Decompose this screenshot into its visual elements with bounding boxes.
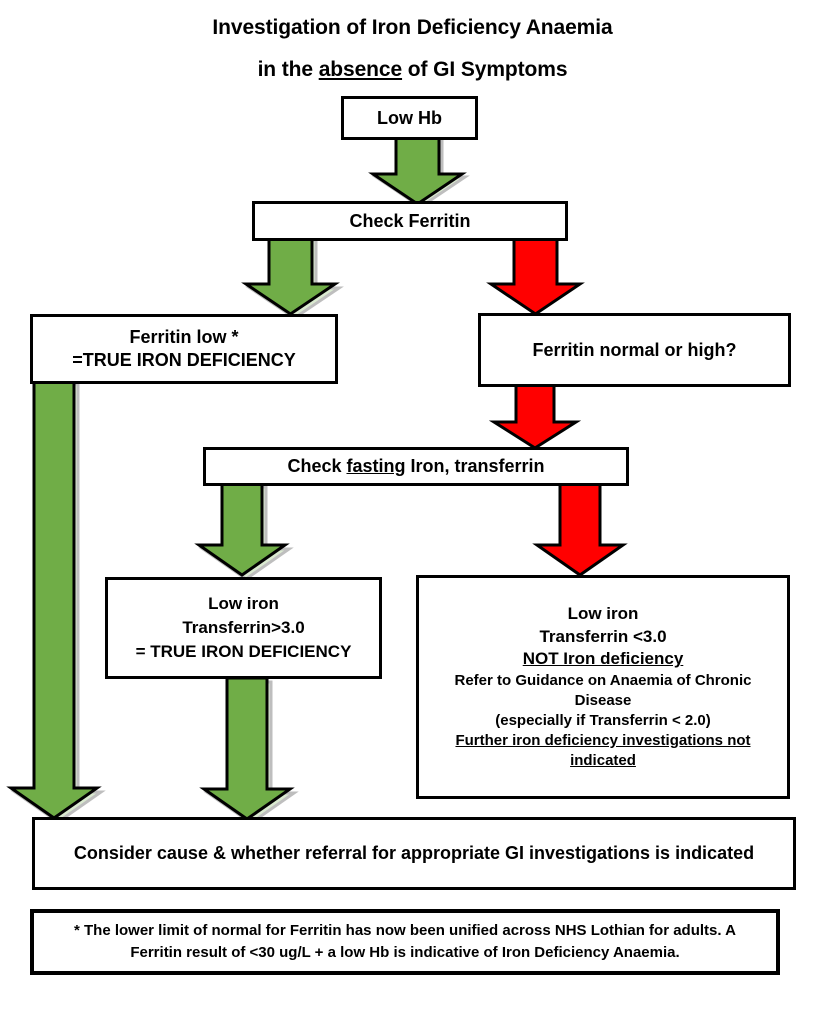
node-check-fasting-emphasis: fasting [346,456,406,476]
arrow-check-ferritin-to-ferritin-normal-high [486,234,585,318]
node-ferritin-low-line-2: =TRUE IRON DEFICIENCY [72,350,296,370]
arrow-low-hb-to-check-ferritin [368,136,470,209]
arrow-ferritin-normal-high-to-check-fasting [488,382,582,452]
page-title-line-2-after: of GI Symptoms [402,58,568,81]
arrow-check-fasting-to-low-iron-low-transferrin [532,481,629,579]
page-title-line-2: in the absence of GI Symptoms [0,58,825,82]
arrow-low-iron-high-transferrin-to-consider-cause [199,676,299,825]
page-title-line-2-emphasis: absence [318,58,403,81]
node-low-iron-low-transferrin-line-6: Further iron deficiency investigations n… [455,731,751,769]
node-low-iron-high-transferrin[interactable]: Low iron Transferrin>3.0 = TRUE IRON DEF… [105,577,382,679]
node-ferritin-normal-high-label: Ferritin normal or high? [532,339,737,360]
node-ferritin-low-line-1: Ferritin low * [129,326,239,347]
node-consider-cause-label: Consider cause & whether referral for ap… [73,842,755,863]
node-low-hb[interactable]: Low Hb [341,96,478,140]
arrow-ferritin-low-to-consider-cause [6,378,106,824]
node-footnote: * The lower limit of normal for Ferritin… [30,909,780,975]
node-low-hb-label: Low Hb [377,107,442,128]
node-low-iron-high-transferrin-line-1: Low iron [208,593,279,613]
node-low-iron-low-transferrin-line-4: Refer to Guidance on Anaemia of Chronic … [454,672,752,709]
arrow-check-ferritin-to-ferritin-low [241,234,344,320]
page-title-line-1: Investigation of Iron Deficiency Anaemia [212,16,613,39]
node-low-iron-low-transferrin-line-2: Transferrin <3.0 [539,626,667,646]
node-check-fasting-label: Check fasting Iron, transferrin [212,456,620,477]
node-low-iron-high-transferrin-line-2: Transferrin>3.0 [182,617,305,637]
arrow-check-fasting-to-low-iron-high-transferrin [194,481,294,581]
node-low-iron-low-transferrin-line-3: NOT Iron deficiency [522,649,684,669]
node-check-fasting-after: Iron, transferrin [405,456,545,476]
node-low-iron-high-transferrin-line-3: = TRUE IRON DEFICIENCY [135,642,352,662]
node-low-iron-low-transferrin[interactable]: Low iron Transferrin <3.0 NOT Iron defic… [416,575,790,799]
node-low-iron-low-transferrin-line-1: Low iron [567,604,639,624]
node-check-fasting[interactable]: Check fasting Iron, transferrin [203,447,629,486]
node-ferritin-low[interactable]: Ferritin low * =TRUE IRON DEFICIENCY [30,314,338,384]
node-ferritin-normal-high[interactable]: Ferritin normal or high? [478,313,791,387]
node-consider-cause[interactable]: Consider cause & whether referral for ap… [32,817,796,890]
node-check-ferritin[interactable]: Check Ferritin [252,201,568,241]
node-check-ferritin-label: Check Ferritin [349,210,471,231]
node-footnote-text: * The lower limit of normal for Ferritin… [73,922,736,961]
node-check-fasting-before: Check [287,456,347,476]
node-low-iron-low-transferrin-line-5: (especially if Transferrin < 2.0) [495,711,711,729]
page-title-line-2-before: in the [257,58,319,81]
